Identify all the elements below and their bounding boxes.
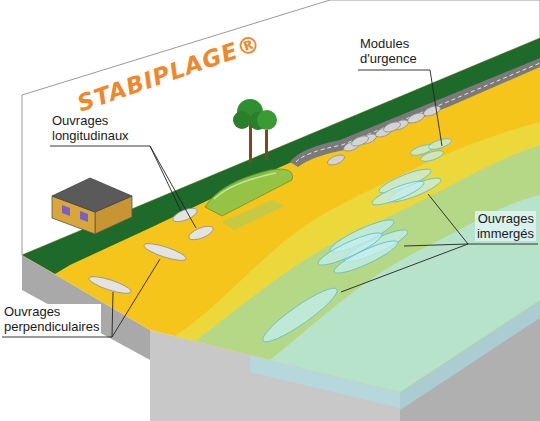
leader-lines <box>428 194 538 244</box>
submerged-works <box>427 136 452 151</box>
house <box>62 205 70 216</box>
longitudinal-works <box>214 173 276 199</box>
longitudinal-works <box>222 200 285 230</box>
water <box>270 195 540 392</box>
submerged-works <box>258 136 453 348</box>
longitudinal-works <box>187 223 215 242</box>
water <box>195 145 540 392</box>
perpendicular-works <box>143 240 188 263</box>
trees <box>249 125 252 163</box>
submerged-works <box>370 177 426 209</box>
longitudinal-works <box>171 169 292 242</box>
road <box>296 63 540 162</box>
leader-lines <box>50 146 181 211</box>
trees <box>233 111 251 129</box>
sandbags <box>406 111 426 125</box>
part-label: Ouvrages immergés <box>475 211 536 241</box>
leader-lines <box>341 244 468 292</box>
leader-lines <box>112 259 160 337</box>
sandbags <box>422 104 442 118</box>
sandbags <box>350 134 370 148</box>
perpendicular-works <box>88 273 133 296</box>
sand <box>175 122 540 392</box>
water <box>195 145 540 392</box>
house <box>80 211 88 222</box>
road <box>290 58 540 167</box>
leader-lines <box>2 292 113 337</box>
house <box>52 178 132 234</box>
trees <box>257 110 277 130</box>
sandbags <box>382 120 402 134</box>
submerged-works <box>258 282 342 348</box>
leader-lines <box>150 146 196 228</box>
trees <box>233 99 277 163</box>
part-label: Modules d'urgence <box>358 36 419 66</box>
leader-lines <box>358 70 442 146</box>
road <box>290 58 540 167</box>
part-label: Ouvrages perpendiculaires <box>2 304 101 334</box>
submerged-works <box>419 148 444 163</box>
longitudinal-works <box>205 169 293 216</box>
part-label: Ouvrages longitudinaux <box>50 113 131 143</box>
submerged-works <box>331 236 400 278</box>
leader-lines <box>404 244 468 246</box>
trees <box>265 130 268 160</box>
sandbags <box>326 153 346 167</box>
perpendicular-works <box>88 240 188 296</box>
